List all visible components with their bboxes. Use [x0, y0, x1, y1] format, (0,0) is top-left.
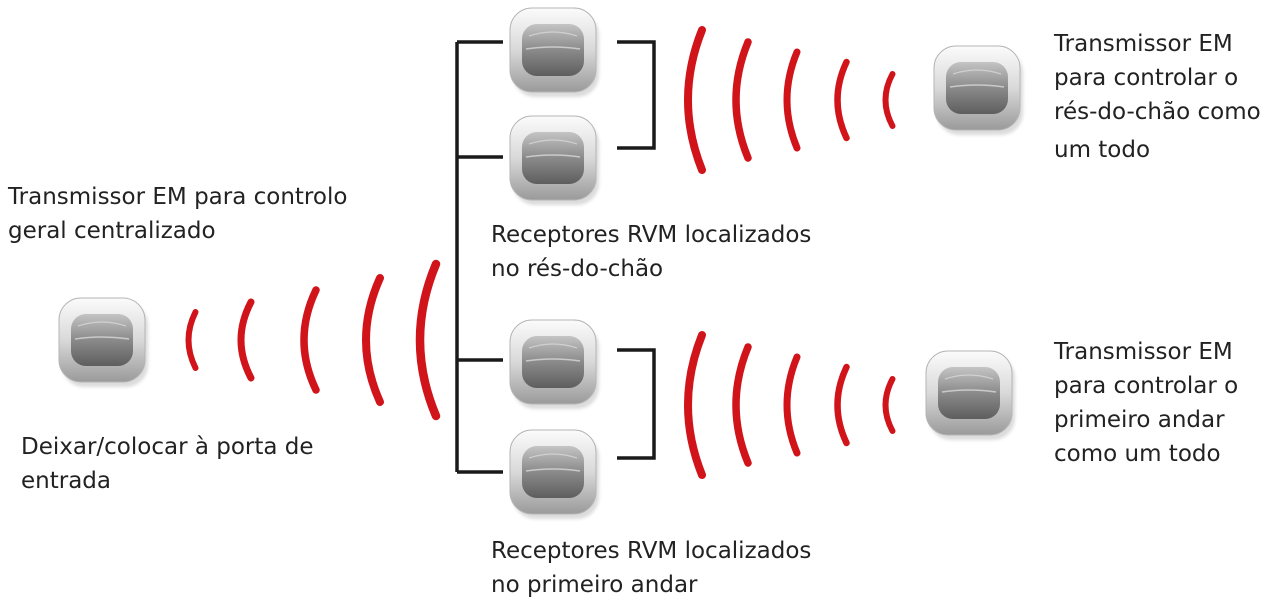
ground-transmitter-line-3: rés-do-chão como	[1054, 99, 1261, 125]
wireless-switch-icon	[509, 7, 599, 97]
ground-transmitter-label: Transmissor EM para controlar o rés-do-c…	[1054, 27, 1261, 167]
signal-waves-icon	[185, 309, 199, 371]
wireless-switch-icon	[509, 429, 599, 519]
signal-waves-icon	[882, 376, 896, 434]
ground-receivers-label: Receptores RVM localizados no rés-do-chã…	[491, 218, 811, 286]
signal-waves-icon	[300, 286, 320, 394]
first-transmitter-line-4: como um todo	[1054, 441, 1221, 467]
ground-transmitter-device	[933, 45, 1023, 135]
wireless-switch-icon	[933, 45, 1023, 135]
first-transmitter-device	[925, 350, 1015, 440]
first-receivers-line-1: Receptores RVM localizados	[491, 538, 812, 564]
ground-transmitter-line-4: um todo	[1054, 137, 1151, 163]
wiring	[455, 40, 656, 474]
entrance-note-label: Deixar/colocar à porta de entrada	[21, 430, 314, 498]
central-transmitter-line-1: Transmissor EM para controlo	[8, 184, 348, 210]
wire-segment	[617, 348, 656, 460]
first-receivers-line-2: no primeiro andar	[491, 572, 698, 598]
ground-receiver-2-device	[509, 115, 599, 205]
central-transmitter-line-2: geral centralizado	[8, 218, 216, 244]
ground-receiver-1-device	[509, 7, 599, 97]
signal-waves-icon	[684, 26, 706, 174]
signal-waves-icon	[732, 343, 752, 467]
signal-waves-icon	[783, 353, 801, 457]
first-receivers-label: Receptores RVM localizados no primeiro a…	[491, 534, 811, 602]
first-transmitter-line-2: para controlar o	[1054, 373, 1239, 399]
ground-receivers-line-2: no rés-do-chão	[491, 256, 664, 282]
entrance-note-line-1: Deixar/colocar à porta de	[21, 434, 314, 460]
signal-waves-group	[185, 26, 896, 479]
signal-waves-icon	[834, 363, 850, 447]
entrance-note-line-2: entrada	[21, 468, 111, 494]
signal-waves-3	[684, 331, 896, 479]
signal-waves-icon	[834, 58, 850, 142]
signal-waves-icon	[732, 38, 752, 162]
signal-waves-2	[684, 26, 896, 174]
first-receiver-1-device	[509, 319, 599, 409]
wireless-switch-icon	[58, 297, 148, 387]
wireless-switch-icon	[509, 319, 599, 409]
signal-waves-icon	[783, 48, 801, 152]
signal-waves-icon	[237, 298, 255, 382]
signal-waves-1	[185, 259, 441, 421]
first-receiver-2-device	[509, 429, 599, 519]
wireless-switch-icon	[509, 115, 599, 205]
wire-segment	[617, 40, 656, 150]
ground-transmitter-line-2: para controlar o	[1054, 65, 1239, 91]
signal-waves-icon	[362, 274, 384, 406]
signal-waves-icon	[882, 71, 896, 129]
ground-receivers-line-1: Receptores RVM localizados	[491, 222, 812, 248]
first-transmitter-line-1: Transmissor EM	[1054, 339, 1233, 365]
devices-group	[58, 7, 1023, 519]
central-transmitter-label: Transmissor EM para controlo geral centr…	[8, 180, 347, 248]
first-transmitter-label: Transmissor EM para controlar o primeiro…	[1054, 335, 1238, 471]
signal-waves-icon	[415, 259, 441, 421]
signal-waves-icon	[684, 331, 706, 479]
wireless-switch-icon	[925, 350, 1015, 440]
first-transmitter-line-3: primeiro andar	[1054, 407, 1225, 433]
central-transmitter-device	[58, 297, 148, 387]
ground-transmitter-line-1: Transmissor EM	[1054, 31, 1233, 57]
